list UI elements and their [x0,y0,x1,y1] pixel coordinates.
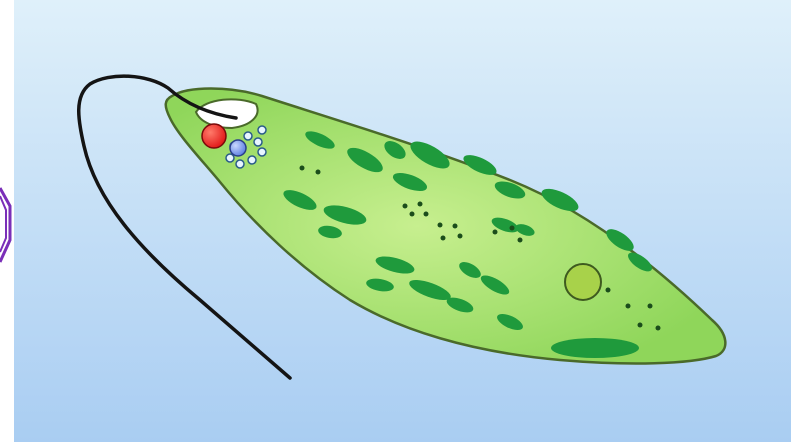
eyespot [202,124,226,148]
chloroplast [551,338,639,358]
nav-arrow-icon[interactable] [0,188,10,262]
photoreceptor [230,140,246,156]
nucleus [565,264,601,300]
